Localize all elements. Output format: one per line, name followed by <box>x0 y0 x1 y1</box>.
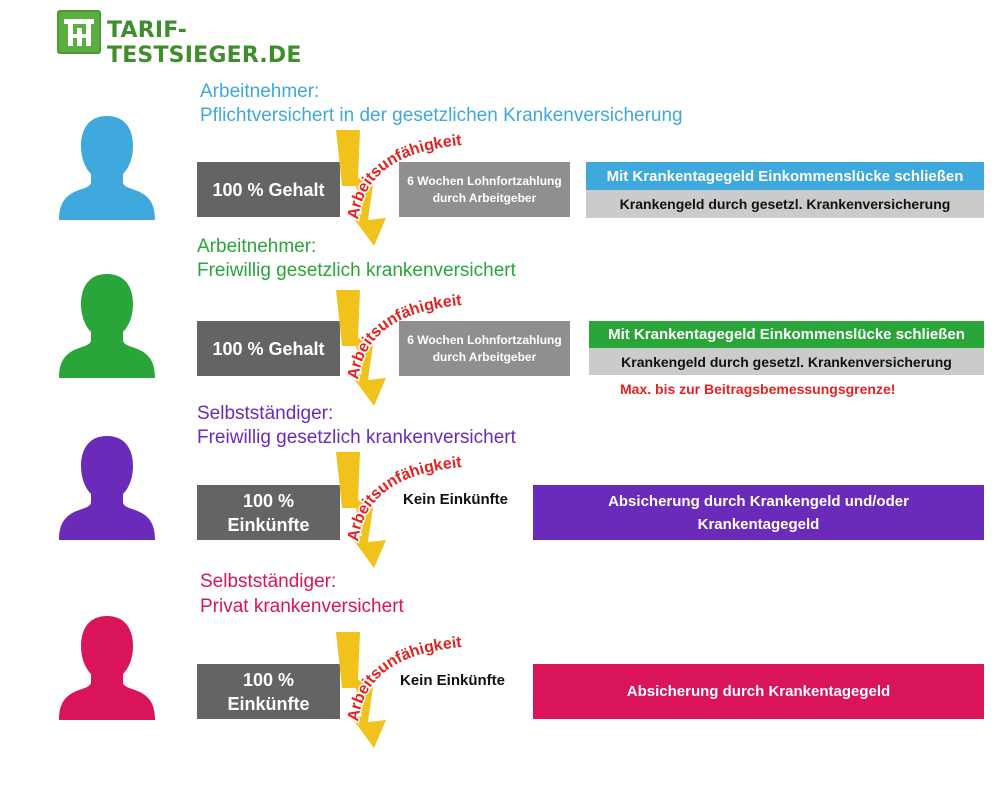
incapacity-arc: Arbeitsunfähigkeit <box>344 452 465 544</box>
statutory-sick-pay-bar: Krankengeld durch gesetzl. Krankenversic… <box>589 348 984 375</box>
group-title: Arbeitnehmer: <box>197 236 317 257</box>
daily-allowance-bar: Mit Krankentagegeld Einkommenslücke schl… <box>589 321 984 348</box>
statutory-sick-pay-bar: Krankengeld durch gesetzl. Krankenversic… <box>586 190 984 218</box>
lightning-bolt-icon <box>336 290 386 406</box>
logo-mark-icon <box>57 10 101 54</box>
group-title: Selbstständiger: <box>200 571 337 592</box>
income-box: 100 % Einkünfte <box>197 485 340 540</box>
continued-pay-box: 6 Wochen Lohnfortzahlung durch Arbeitgeb… <box>399 321 570 376</box>
person-silhouette-icon <box>59 436 155 540</box>
lightning-bolt-icon <box>336 130 386 246</box>
group-subtitle: Privat krankenversichert <box>200 596 404 617</box>
contribution-limit-note: Max. bis zur Beitragsbemessungsgrenze! <box>620 381 896 397</box>
person-silhouette-icon <box>59 616 155 720</box>
lightning-bolt-icon <box>336 632 386 748</box>
no-income-text: Kein Einkünfte <box>403 491 509 508</box>
person-silhouette-icon <box>59 116 155 220</box>
income-box: 100 % Gehalt <box>197 162 340 217</box>
no-income-text: Kein Einkünfte <box>400 672 506 689</box>
coverage-bar: Absicherung durch Krankengeld und/oder K… <box>533 485 984 540</box>
continued-pay-box: 6 Wochen Lohnfortzahlung durch Arbeitgeb… <box>399 162 570 217</box>
person-silhouette-icon <box>59 274 155 378</box>
brand-name: TARIF-TESTSIEGER.DE <box>107 18 302 68</box>
income-box: 100 % Gehalt <box>197 321 340 376</box>
daily-allowance-bar: Mit Krankentagegeld Einkommenslücke schl… <box>586 162 984 190</box>
brand-logo[interactable]: TARIF-TESTSIEGER.DE <box>57 10 337 68</box>
group-subtitle: Pflichtversichert in der gesetzlichen Kr… <box>200 105 683 126</box>
income-box: 100 % Einkünfte <box>197 664 340 719</box>
group-title: Arbeitnehmer: <box>200 81 320 102</box>
coverage-bar: Absicherung durch Krankentagegeld <box>533 664 984 719</box>
lightning-bolt-icon <box>336 452 386 568</box>
group-subtitle: Freiwillig gesetzlich krankenversichert <box>197 427 516 448</box>
group-subtitle: Freiwillig gesetzlich krankenversichert <box>197 260 516 281</box>
group-title: Selbstständiger: <box>197 403 334 424</box>
incapacity-arc: Arbeitsunfähigkeit <box>344 632 465 724</box>
